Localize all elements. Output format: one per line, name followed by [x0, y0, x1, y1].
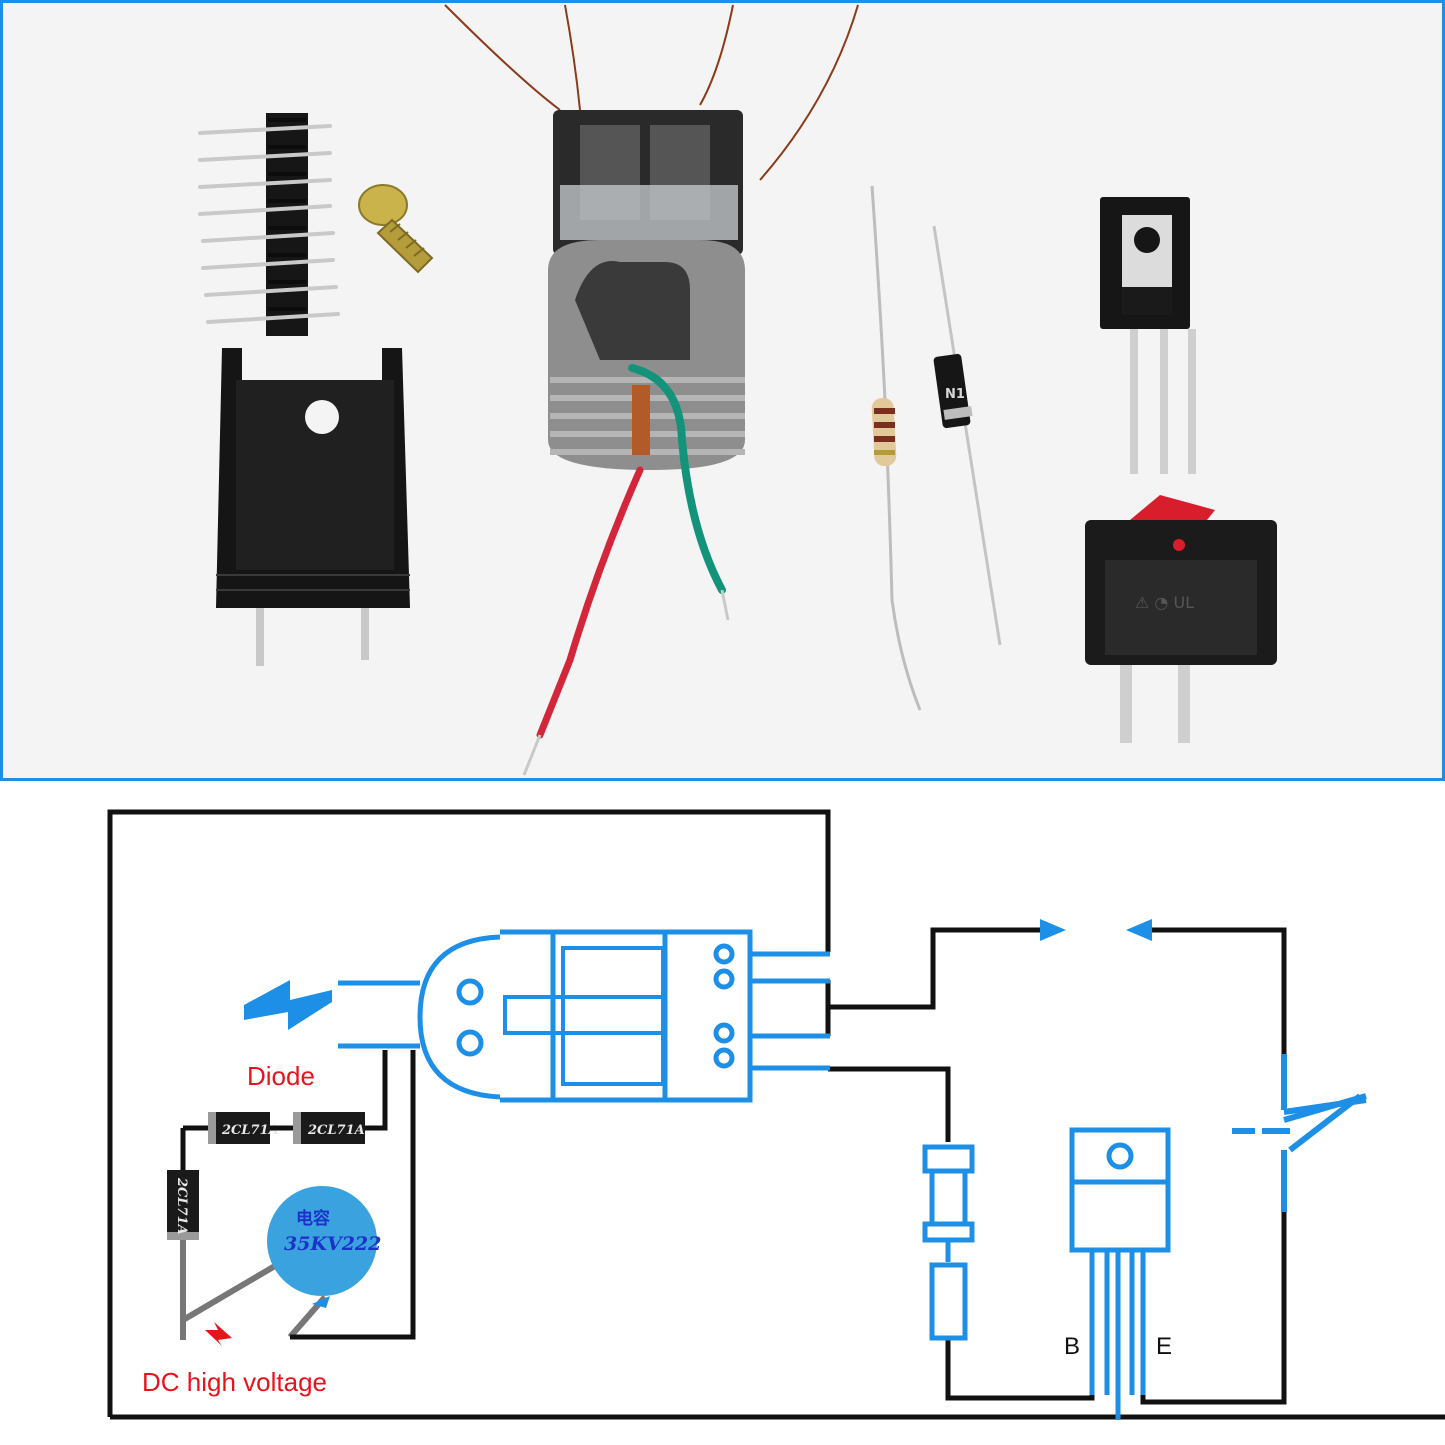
- svg-text:⚠ ◔ UL: ⚠ ◔ UL: [1135, 593, 1194, 612]
- diode-label: Diode: [247, 1061, 315, 1091]
- screw: [358, 184, 434, 274]
- base-pin-label: B: [1064, 1333, 1080, 1360]
- transformer-symbol: [338, 929, 830, 1103]
- ignition-coil: [444, 4, 859, 776]
- resistor: [870, 185, 922, 711]
- capacitor-marking-1: 电容: [296, 1208, 330, 1229]
- diode-photo-marking: N1: [945, 387, 965, 402]
- diode-component: N1: [932, 225, 1002, 646]
- hv-capacitor: 电容 35KV222: [180, 1186, 395, 1346]
- spark-gap-symbol: [244, 980, 332, 1030]
- photo-frame: [0, 0, 1445, 781]
- svg-text:2CL71A: 2CL71A: [307, 1123, 365, 1138]
- rocker-switch: ⚠ ◔ UL: [1085, 495, 1277, 743]
- emitter-pin-label: E: [1156, 1333, 1172, 1360]
- transistor-component: [1100, 197, 1196, 474]
- resistor-symbol: [922, 1144, 975, 1341]
- dc-high-voltage-label: DC high voltage: [142, 1367, 327, 1397]
- svg-text:2CL71A: 2CL71A: [221, 1123, 279, 1138]
- switch-symbol: [1232, 1054, 1367, 1212]
- heat-sink: [216, 348, 410, 666]
- hv-diode-3: 2CL71A: [167, 1170, 199, 1240]
- components-photo: N1 ⚠ ◔ UL: [0, 0, 1445, 781]
- switch-gap-arrows: [1040, 919, 1152, 941]
- capacitor-marking-2: 35KV222: [284, 1233, 381, 1255]
- svg-text:2CL71A: 2CL71A: [174, 1177, 189, 1235]
- pin-header: [198, 113, 340, 336]
- circuit-wires: [107, 809, 1445, 1420]
- transistor-symbol: [1069, 1127, 1171, 1420]
- hv-diode-1: 2CL71A: [208, 1112, 279, 1144]
- hv-diode-2: 2CL71A: [270, 1112, 365, 1144]
- circuit-schematic: B E 2CL71A 2CL71A 2CL71A 电容 35KV222: [0, 781, 1445, 1445]
